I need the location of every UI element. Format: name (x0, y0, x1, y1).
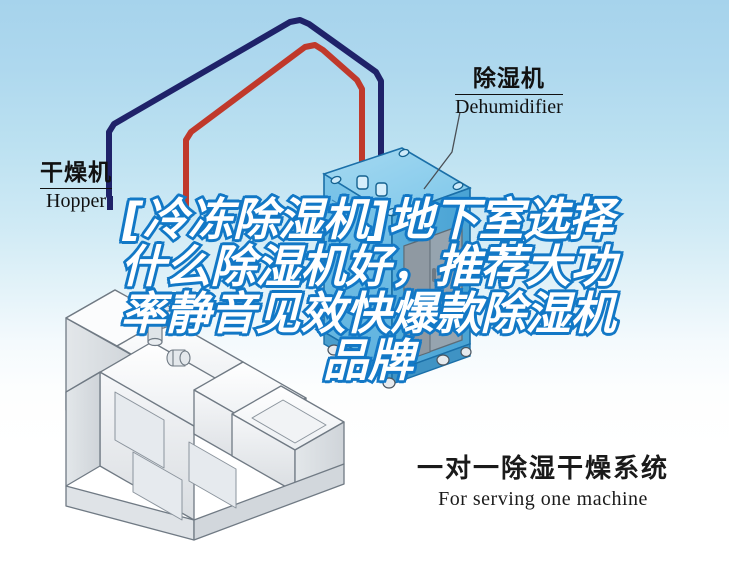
dry-air-supply-pipe (106, 17, 384, 199)
dehumidifier-unit (322, 147, 472, 389)
hopper-unit (65, 289, 345, 541)
label-dehumidifier: 除湿机 Dehumidifier (455, 68, 563, 117)
headline-line-3: 率静音见效快爆款除湿机 (118, 287, 618, 340)
system-caption-cn: 一对一除湿干燥系统 (416, 454, 669, 484)
label-hopper: 干燥机 Hopper (40, 162, 112, 211)
moist-air-return-pipe (183, 42, 365, 219)
headline-overlay: [冷冻除湿机]地下室选择 什么除湿机好，推荐大功 率静音见效快爆款除湿机 品牌 (108, 193, 628, 387)
headline-line-2: 什么除湿机好，推荐大功 (118, 240, 618, 293)
label-hopper-cn: 干燥机 (40, 162, 112, 189)
label-hopper-en: Hopper (46, 190, 106, 212)
headline-line-4: 品牌 (320, 334, 415, 387)
system-caption-en: For serving one machine (438, 487, 648, 510)
system-caption: 一对一除湿干燥系统 For serving one machine (393, 454, 693, 511)
headline-line-1: [冷冻除湿机]地下室选择 (120, 193, 616, 246)
label-dehumidifier-cn: 除湿机 (455, 68, 563, 95)
caster-wheels (327, 344, 472, 389)
label-dehumidifier-en: Dehumidifier (455, 96, 563, 118)
leader-line-dehumidifier (423, 111, 461, 190)
